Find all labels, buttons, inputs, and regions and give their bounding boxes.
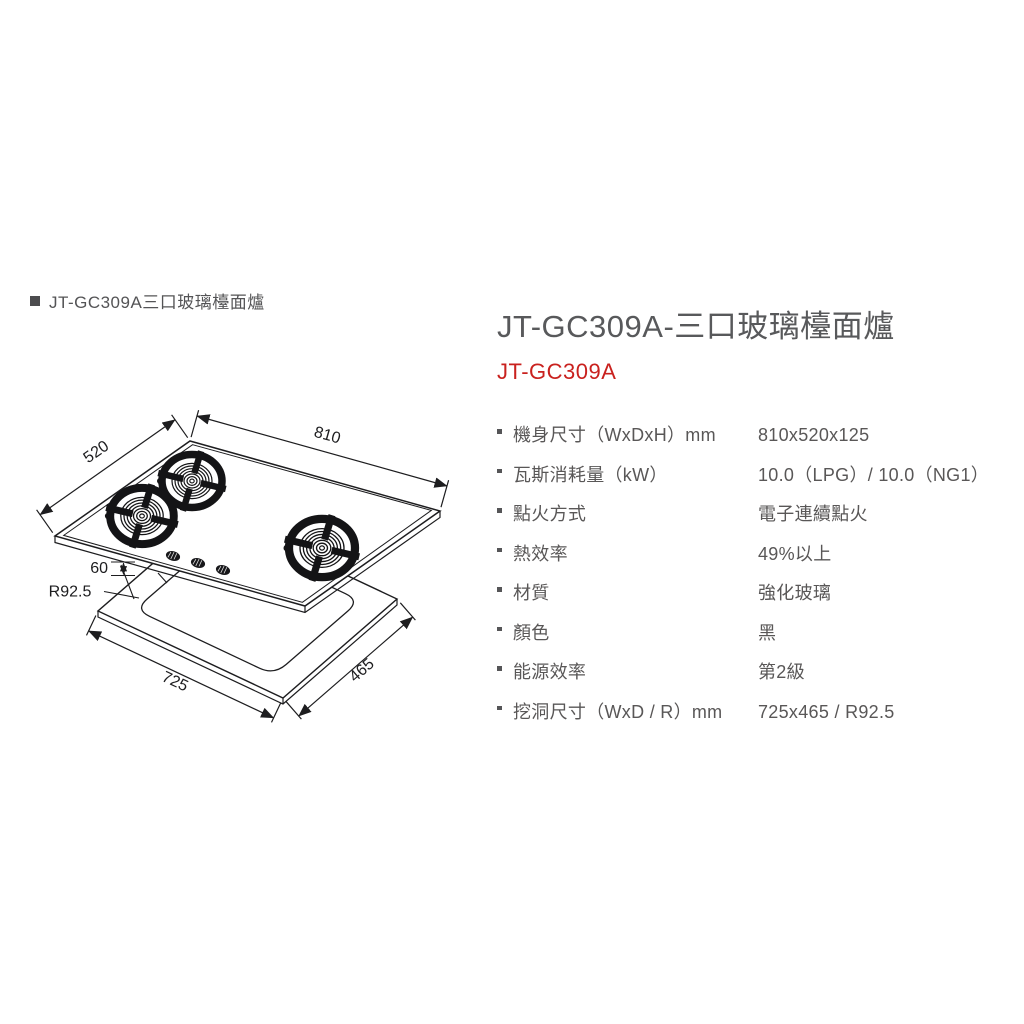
spec-label: 挖洞尺寸（WxD / R）mm — [513, 701, 723, 722]
dimension-height — [111, 561, 135, 577]
dimension-cutout-width — [85, 615, 282, 723]
spec-label: 瓦斯消耗量（kW） — [513, 464, 668, 485]
spec-row-ignition: 點火方式 電子連續點火 — [497, 503, 1024, 543]
dim-label-width: 810 — [312, 424, 342, 448]
dim-label-height: 60 — [90, 560, 108, 577]
bullet-icon — [497, 705, 502, 710]
spec-row-body-size: 機身尺寸（WxDxH）mm 810x520x125 — [497, 424, 1024, 464]
spec-row-material: 材質 強化玻璃 — [497, 582, 1024, 622]
spec-label: 機身尺寸（WxDxH）mm — [513, 425, 716, 445]
spec-value: 49%以上 — [758, 543, 832, 564]
bullet-icon — [497, 508, 502, 513]
dimension-width — [190, 410, 450, 508]
bullet-icon — [497, 666, 502, 671]
spec-label: 點火方式 — [513, 504, 587, 524]
spec-label: 材質 — [513, 583, 550, 603]
spec-label: 熱效率 — [513, 543, 568, 564]
spec-label: 顏色 — [513, 622, 550, 643]
spec-row-efficiency: 熱效率 49%以上 — [497, 543, 1024, 583]
spec-value: 第2級 — [758, 662, 805, 682]
caption-text: JT-GC309A三口玻璃檯面爐 — [49, 293, 265, 312]
spec-list: 機身尺寸（WxDxH）mm 810x520x125 瓦斯消耗量（kW） 10.0… — [497, 424, 1024, 740]
product-model-code: JT-GC309A — [497, 359, 617, 384]
spec-row-color: 顏色 黑 — [497, 622, 1024, 662]
spec-value: 電子連續點火 — [758, 504, 868, 524]
bullet-icon — [497, 429, 502, 434]
spec-value: 10.0（LPG）/ 10.0（NG1） — [758, 464, 990, 485]
product-caption: JT-GC309A三口玻璃檯面爐 — [30, 288, 265, 313]
spec-row-gas-consumption: 瓦斯消耗量（kW） 10.0（LPG）/ 10.0（NG1） — [497, 464, 1024, 504]
spec-value: 黑 — [758, 622, 777, 643]
dim-label-cutout-depth: 465 — [346, 655, 377, 685]
square-bullet-icon — [30, 295, 40, 306]
spec-label: 能源效率 — [513, 662, 587, 682]
dimension-depth — [36, 414, 189, 534]
spec-row-cutout-size: 挖洞尺寸（WxD / R）mm 725x465 / R92.5 — [497, 701, 1024, 741]
dim-label-cutout-width: 725 — [159, 669, 190, 696]
bullet-icon — [497, 468, 502, 473]
radius-leader-line — [103, 590, 140, 599]
spec-value: 810x520x125 — [758, 425, 870, 445]
dimension-cutout-depth — [285, 602, 416, 720]
dim-label-depth: 520 — [81, 438, 113, 467]
dim-label-corner-radius: R92.5 — [49, 584, 92, 601]
bullet-icon — [497, 626, 502, 631]
bullet-icon — [497, 547, 502, 552]
bullet-icon — [497, 587, 502, 592]
spec-value: 725x465 / R92.5 — [758, 701, 895, 722]
spec-row-energy-rating: 能源效率 第2級 — [497, 661, 1024, 701]
product-title: JT-GC309A-三口玻璃檯面爐 — [497, 309, 895, 344]
cooktop-technical-drawing: 810 520 60 R92.5 725 465 — [36, 410, 450, 723]
spec-value: 強化玻璃 — [758, 583, 832, 603]
